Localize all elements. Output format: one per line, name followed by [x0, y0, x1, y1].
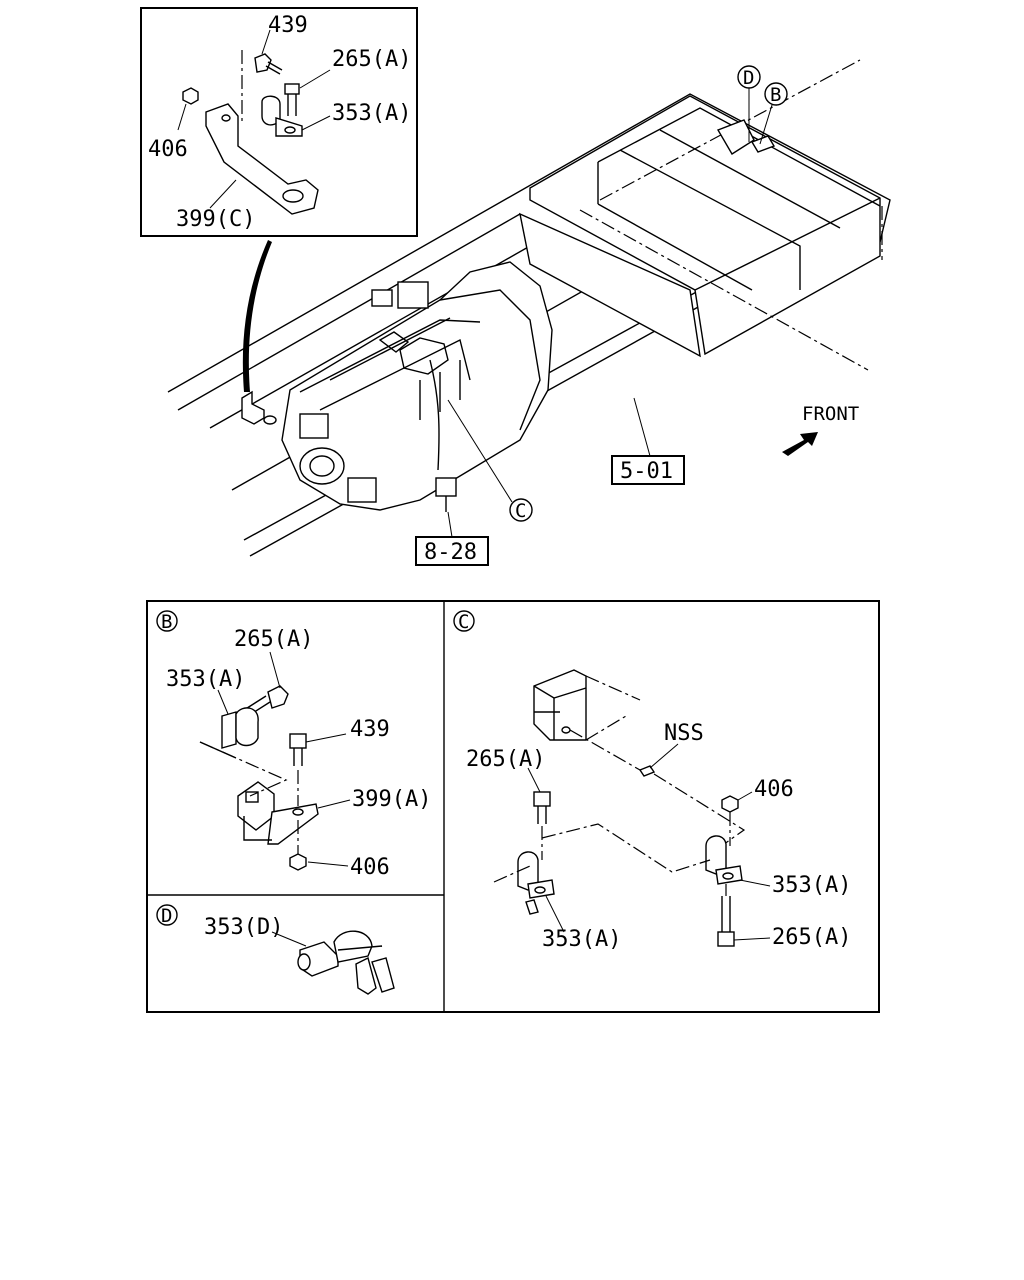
output-flange: [299, 447, 345, 485]
detail-b: B: [156, 610, 431, 880]
label-265a-bottom: 265(A): [772, 925, 851, 950]
label-406: 406: [754, 777, 794, 802]
bolt-265a-top-icon: [533, 791, 551, 824]
svg-text:8-28: 8-28: [424, 540, 477, 565]
bolt-439-icon: [289, 733, 307, 766]
label-399c: 399(C): [176, 207, 255, 232]
transmission-case: [281, 261, 553, 511]
wire-harness: [429, 359, 440, 471]
bracket-399c-icon: [205, 103, 319, 215]
label-353a-left: 353(A): [542, 927, 621, 952]
svg-text:5-01: 5-01: [620, 459, 673, 484]
frame-stub-icon: [533, 669, 641, 741]
leader-399c: [209, 179, 237, 209]
detail-c: C: [453, 610, 851, 952]
clip-353a-icon: [261, 95, 303, 137]
leader-353a: [301, 115, 331, 131]
label-353a: 353(A): [332, 101, 411, 126]
callout-d: D: [737, 65, 761, 142]
nut-406-icon: [289, 853, 307, 871]
label-353a-right: 353(A): [772, 873, 851, 898]
sensor-connector-icon: [397, 281, 429, 309]
bolt-265a-icon: [243, 685, 289, 717]
leader-265a: [299, 69, 331, 89]
detail-d-marker: D: [161, 905, 172, 927]
svg-text:C: C: [515, 500, 526, 522]
bolt-265a-bottom-icon: [717, 896, 735, 947]
front-direction-indicator: FRONT: [782, 403, 859, 456]
frame-crossmember: [529, 95, 881, 356]
frame-rail-outer: [167, 93, 891, 393]
leader-406: [177, 103, 187, 131]
label-353a: 353(A): [166, 667, 245, 692]
callout-c: C: [447, 399, 533, 522]
bracket-399a-icon: [237, 781, 319, 845]
clip-353d-icon: [297, 930, 395, 995]
detail-d: D 353(D): [156, 904, 395, 995]
connector-8-28-icon: [435, 477, 457, 497]
label-406: 406: [148, 137, 188, 162]
label-353d: 353(D): [204, 915, 283, 940]
label-406: 406: [350, 855, 390, 880]
callout-b: B: [759, 82, 788, 145]
inset-top: 439 265(A) 353(A) 406 399(C): [140, 7, 418, 237]
label-439: 439: [350, 717, 390, 742]
front-bracket: [241, 390, 265, 425]
leader-439: [261, 29, 271, 55]
label-nss: NSS: [664, 721, 704, 746]
svg-text:B: B: [770, 84, 781, 106]
nut-406-icon: [721, 795, 739, 813]
clip-353a-right-icon: [705, 835, 743, 885]
clip-353a-left-icon: [517, 851, 555, 915]
detail-c-marker: C: [458, 611, 469, 633]
svg-text:D: D: [743, 67, 754, 89]
bolt-439-icon: [254, 53, 283, 75]
detail-b-marker: B: [161, 611, 172, 633]
frame-mount-pad: [716, 119, 755, 155]
reference-5-01: 5-01: [611, 397, 685, 485]
front-label: FRONT: [802, 403, 859, 425]
label-439: 439: [268, 13, 308, 38]
inset-pointer-arrow: [242, 240, 272, 392]
transmission-assembly: [241, 261, 553, 512]
label-265a: 265(A): [234, 627, 313, 652]
pin-nss-icon: [638, 765, 656, 777]
label-265a: 265(A): [332, 47, 411, 72]
reference-8-28: 8-28: [415, 511, 489, 566]
label-399a: 399(A): [352, 787, 431, 812]
bolt-265a-icon: [284, 83, 300, 116]
front-arrow-icon: [782, 432, 818, 456]
label-265a-top: 265(A): [466, 747, 545, 772]
nut-406-icon: [182, 87, 199, 105]
